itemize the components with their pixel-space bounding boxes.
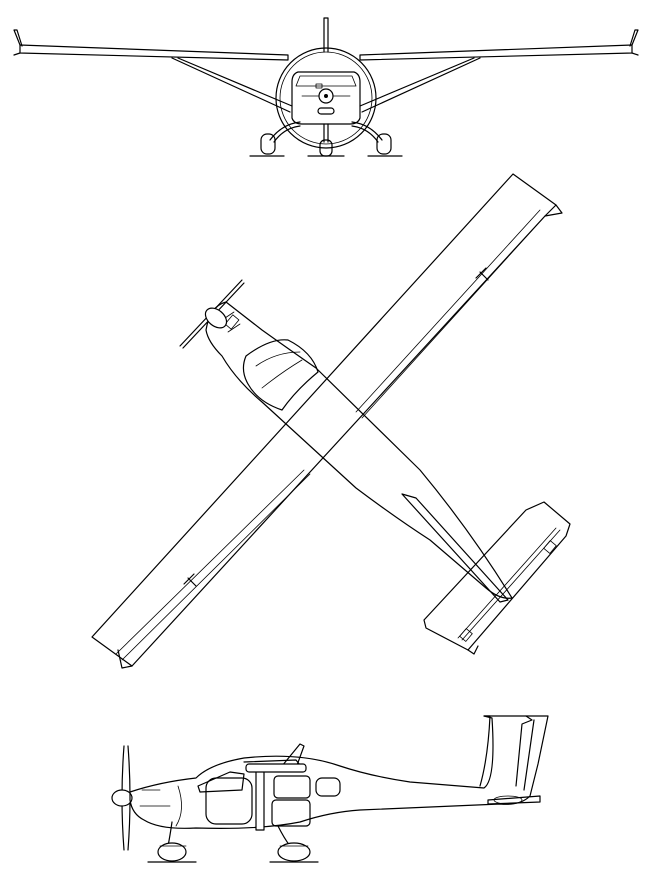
top-wing-aileron-line-right [361, 215, 546, 419]
front-wing-right [359, 44, 633, 61]
side-horizontal-tail [487, 795, 541, 805]
top-dorsal-fin [401, 493, 509, 603]
side-vertical-tail [479, 715, 491, 787]
side-window-door-lower [271, 799, 311, 827]
top-tail-tab-left [459, 628, 473, 642]
front-spinner-center [324, 94, 328, 98]
right-gear-leg [351, 121, 383, 143]
top-exhaust [224, 314, 240, 330]
side-nose-gear-leg [167, 821, 173, 847]
right-strut [359, 57, 481, 113]
top-view [91, 173, 571, 669]
top-spinner [204, 307, 228, 329]
front-lower-intake [317, 107, 335, 115]
side-main-wheel [277, 842, 311, 862]
side-engine-detail [139, 785, 182, 827]
top-cockpit-frame [255, 351, 303, 389]
front-fuselage-ring [275, 47, 377, 149]
top-wing-mark-left [183, 573, 197, 587]
top-wing-tips [117, 204, 563, 669]
side-window-front [205, 777, 253, 825]
top-cockpit-canopy [242, 339, 319, 411]
front-fuselage-inner [279, 51, 373, 145]
side-wing-root [245, 763, 307, 773]
side-wing-strut [255, 767, 265, 831]
front-view [13, 17, 639, 157]
side-view [111, 715, 549, 863]
side-air-scoop [281, 743, 305, 769]
top-wing-aileron-line-left [121, 473, 311, 661]
left-main-wheel [260, 133, 276, 155]
top-tail-elevator-line [457, 527, 561, 641]
side-fuselage [129, 715, 549, 829]
side-window-rear [315, 777, 341, 797]
front-air-intake [315, 83, 323, 89]
left-gear-leg [269, 121, 301, 143]
top-tail-tab-right [543, 540, 557, 554]
side-spinner [111, 789, 133, 807]
left-strut [171, 57, 293, 113]
side-window-door [273, 775, 311, 799]
left-wingtip [13, 29, 23, 56]
side-tail-fairing [493, 795, 523, 805]
front-windshield [295, 75, 357, 87]
top-wing-mark-right [475, 267, 489, 281]
front-tail-fin [323, 17, 329, 53]
front-cowling [291, 71, 361, 125]
top-horizontal-tail [423, 501, 571, 651]
side-nose-wheel [157, 842, 187, 862]
top-wing [91, 173, 557, 667]
right-wingtip [629, 29, 639, 56]
nose-gear-leg [323, 123, 329, 143]
side-rudder [515, 715, 535, 791]
front-wing [19, 44, 289, 61]
top-wing-flap-line [115, 209, 541, 655]
right-main-wheel [376, 133, 392, 155]
top-tail-elevator-tip [467, 645, 479, 655]
side-windshield [197, 771, 245, 793]
